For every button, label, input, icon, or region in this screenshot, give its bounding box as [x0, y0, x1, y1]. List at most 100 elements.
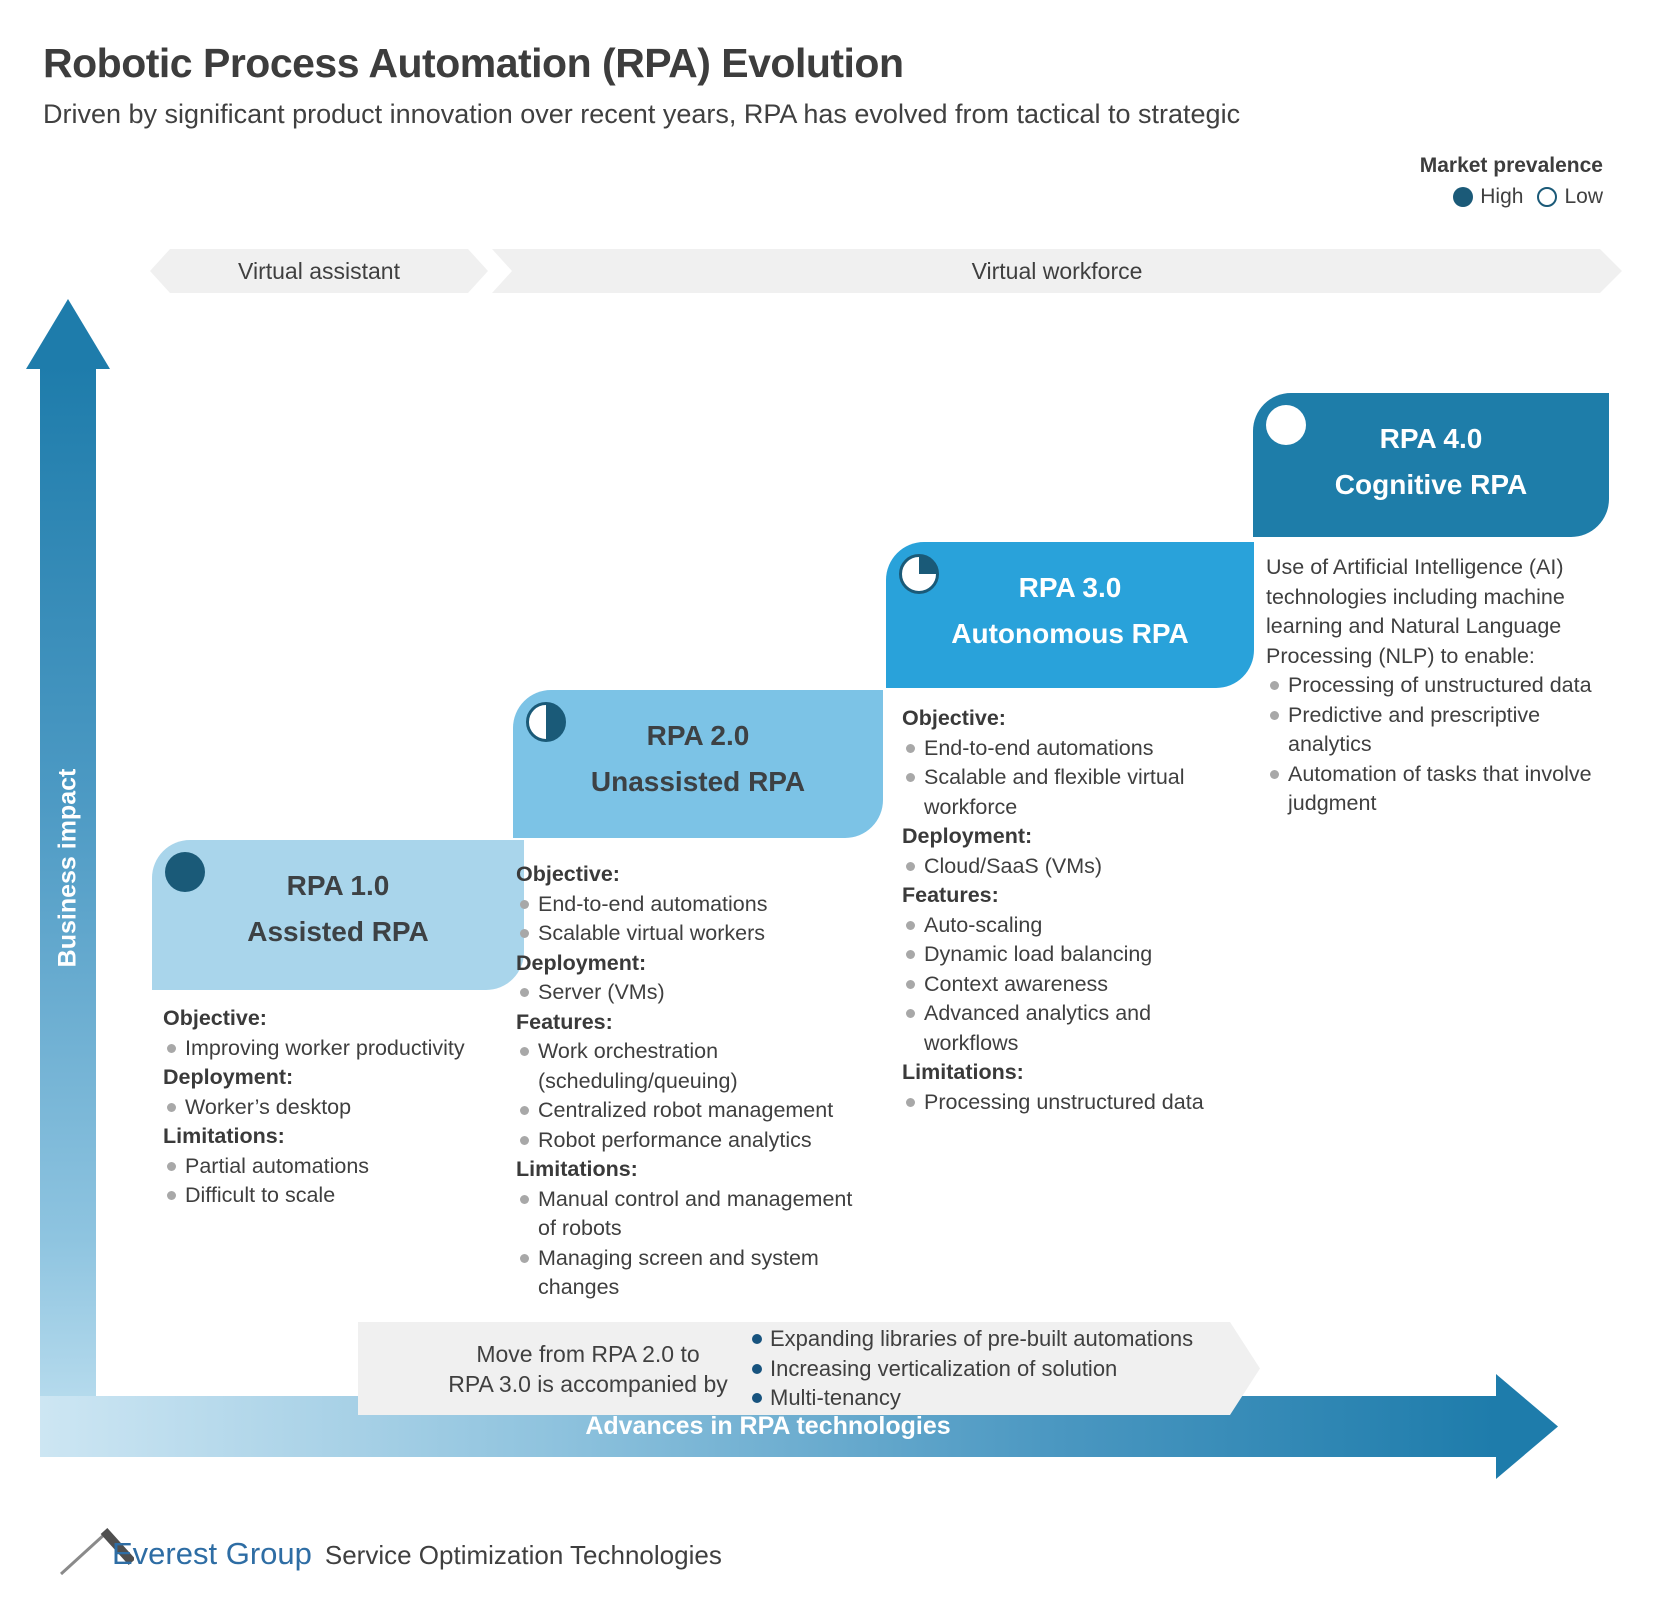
detail-bullet-item: Partial automations	[163, 1152, 517, 1182]
bullet-dot-icon	[752, 1334, 762, 1344]
transition-note-label: Move from RPA 2.0 to RPA 3.0 is accompan…	[438, 1339, 738, 1399]
bullet-dot-icon	[520, 1135, 529, 1145]
bullet-text: Dynamic load balancing	[924, 942, 1153, 966]
legend-high-label: High	[1480, 185, 1524, 208]
detail-bullet-item: Scalable and flexible virtual workforce	[902, 763, 1240, 822]
detail-section-header: Limitations:	[163, 1124, 285, 1148]
bullet-dot-icon	[167, 1191, 176, 1200]
stage-title: RPA 4.0 Cognitive RPA	[1253, 393, 1609, 508]
stage-title-line1: RPA 3.0	[1018, 572, 1122, 603]
stage-title-line1: RPA 4.0	[1379, 423, 1483, 454]
detail-paragraph: Use of Artificial Intelligence (AI) tech…	[1266, 555, 1565, 668]
bullet-text: Scalable and flexible virtual workforce	[924, 765, 1185, 819]
detail-section-header: Limitations:	[902, 1060, 1024, 1084]
bullet-text: Work orchestration (scheduling/queuing)	[538, 1039, 738, 1093]
bullet-text: Manual control and management of robots	[538, 1186, 853, 1241]
everest-mountain-icon	[60, 1528, 134, 1576]
y-axis-label: Business impact	[53, 768, 82, 968]
detail-bullet-item: Dynamic load balancing	[902, 940, 1240, 970]
page-title: Robotic Process Automation (RPA) Evoluti…	[43, 40, 904, 86]
bullet-text: Managing screen and system changes	[538, 1245, 819, 1300]
band-virtual-workforce: Virtual workforce	[492, 249, 1622, 293]
bullet-text: Expanding libraries of pre-built automat…	[770, 1326, 1194, 1352]
bullet-dot-icon	[520, 988, 529, 997]
bullet-text: Robot performance analytics	[538, 1127, 812, 1152]
transition-note-bullets: Expanding libraries of pre-built automat…	[752, 1324, 1193, 1413]
brand-name: Everest Group	[112, 1536, 312, 1571]
band-virtual-assistant: Virtual assistant	[150, 249, 488, 293]
bullet-text: End-to-end automations	[924, 735, 1154, 760]
page-subtitle: Driven by significant product innovation…	[43, 99, 1241, 129]
bullet-dot-icon	[520, 929, 529, 938]
bullet-text: Context awareness	[924, 971, 1109, 996]
bullet-text: Improving worker productivity	[185, 1035, 465, 1060]
detail-section-header: Features:	[516, 1009, 613, 1034]
detail-section-header: Deployment:	[902, 824, 1033, 848]
detail-bullet-item: Automation of tasks that involve judgmen…	[1266, 760, 1613, 819]
bullet-dot-icon	[906, 743, 915, 753]
stage-title-line2: Assisted RPA	[247, 916, 429, 947]
bullet-dot-icon	[906, 979, 915, 989]
detail-bullet-item: Improving worker productivity	[163, 1034, 517, 1064]
bullet-text: Partial automations	[185, 1153, 370, 1178]
y-axis-arrow-head	[26, 299, 110, 369]
bullet-dot-icon	[167, 1043, 176, 1053]
stage-box-rpa-4: RPA 4.0 Cognitive RPA	[1253, 393, 1609, 537]
stage-box-rpa-1: RPA 1.0 Assisted RPA	[152, 840, 524, 990]
detail-bullet-item: Auto-scaling	[902, 911, 1240, 941]
legend-item-low: Low	[1537, 185, 1603, 209]
detail-bullet-item: Context awareness	[902, 970, 1240, 1000]
detail-bullet-item: End-to-end automations	[902, 734, 1240, 764]
detail-bullet-item: Centralized robot management	[516, 1096, 870, 1126]
bullet-dot-icon	[1270, 681, 1279, 690]
prevalence-pie-icon	[526, 702, 566, 742]
transition-note-label-line1: Move from RPA 2.0 to	[476, 1340, 700, 1367]
bullet-text: Difficult to scale	[185, 1183, 336, 1207]
stage-title-line2: Cognitive RPA	[1334, 469, 1528, 500]
detail-bullet-item: Processing unstructured data	[902, 1088, 1240, 1118]
detail-section-header: Deployment:	[516, 950, 647, 975]
footer: Everest Group Service Optimization Techn…	[112, 1536, 722, 1572]
prevalence-pie-icon	[899, 554, 939, 594]
detail-bullet-item: Processing of unstructured data	[1266, 671, 1613, 701]
bullet-text: Centralized robot management	[538, 1098, 834, 1122]
detail-section-header: Features:	[902, 883, 999, 907]
stage-title: RPA 3.0 Autonomous RPA	[886, 542, 1254, 657]
bullet-dot-icon	[520, 1106, 529, 1115]
transition-bullet-item: Increasing verticalization of solution	[752, 1354, 1193, 1384]
bullet-dot-icon	[906, 920, 915, 930]
legend-title: Market prevalence	[1419, 154, 1603, 177]
bullet-dot-icon	[906, 1009, 915, 1018]
detail-bullet-item: Worker’s desktop	[163, 1093, 517, 1123]
x-axis-label: Advances in RPA technologies	[585, 1412, 951, 1440]
detail-bullet-item: Scalable virtual workers	[516, 919, 870, 949]
detail-bullet-item: Cloud/SaaS (VMs)	[902, 852, 1240, 882]
stage-box-rpa-2: RPA 2.0 Unassisted RPA	[513, 690, 883, 838]
detail-bullet-item: End-to-end automations	[516, 890, 870, 920]
detail-bullet-item: Work orchestration (scheduling/queuing)	[516, 1037, 870, 1096]
bullet-text: End-to-end automations	[538, 891, 768, 916]
bullet-text: Automation of tasks that involve judgmen…	[1288, 761, 1592, 816]
bullet-text: Scalable virtual workers	[538, 921, 766, 945]
detail-section-header: Objective:	[516, 862, 620, 886]
stage-title: RPA 1.0 Assisted RPA	[152, 840, 524, 955]
bullet-dot-icon	[520, 899, 529, 909]
stage-title-line2: Autonomous RPA	[951, 618, 1189, 649]
brand-tagline: Service Optimization Technologies	[324, 1540, 722, 1570]
bullet-text: Worker’s desktop	[185, 1094, 352, 1119]
low-prevalence-icon	[1537, 187, 1558, 207]
band-label: Virtual workforce	[971, 257, 1143, 284]
transition-note-strip: Move from RPA 2.0 to RPA 3.0 is accompan…	[358, 1322, 1260, 1415]
detail-bullet-item: Server (VMs)	[516, 978, 870, 1008]
high-prevalence-icon	[1453, 187, 1474, 207]
bullet-text: Server (VMs)	[538, 980, 665, 1004]
transition-bullet-item: Expanding libraries of pre-built automat…	[752, 1324, 1193, 1354]
bullet-dot-icon	[167, 1102, 176, 1112]
bullet-dot-icon	[906, 773, 915, 782]
legend-item-high: High	[1453, 185, 1523, 209]
bullet-text: Predictive and prescriptive analytics	[1288, 702, 1541, 757]
market-prevalence-legend: Market prevalence High Low	[1420, 154, 1603, 209]
